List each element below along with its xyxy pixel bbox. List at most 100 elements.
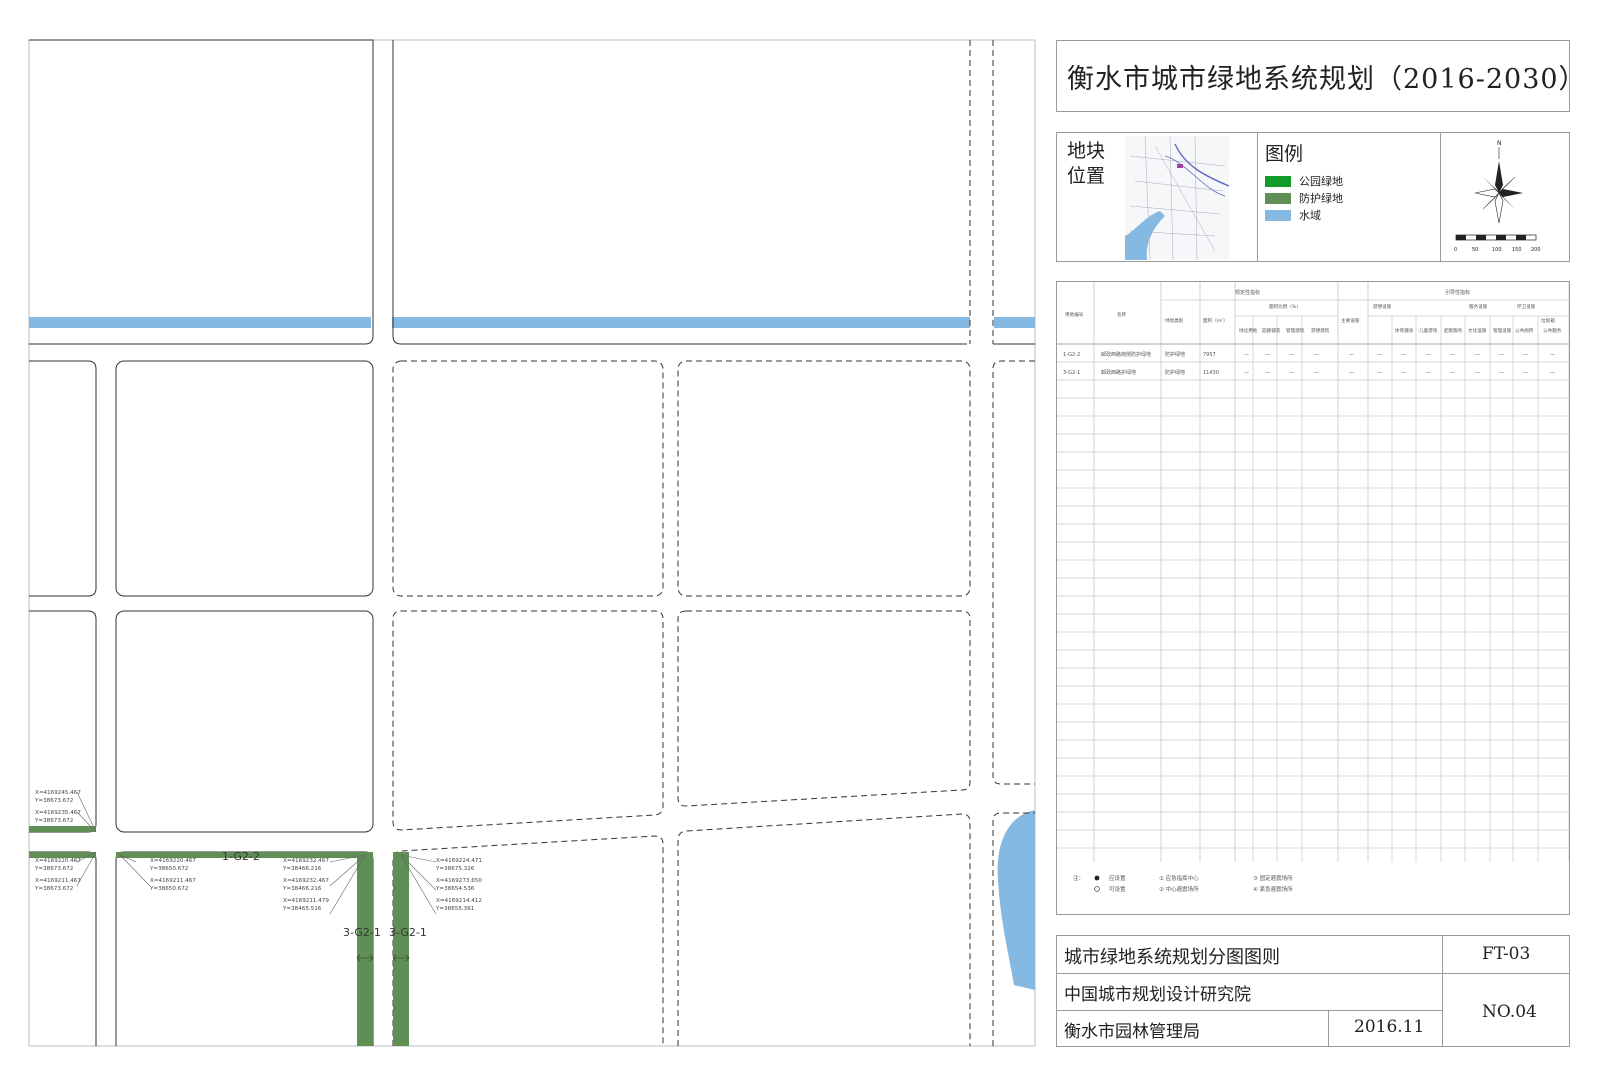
table-cell-dash: —	[1499, 370, 1504, 376]
protective-green-strip	[116, 852, 373, 858]
table-cell-dash: —	[1550, 370, 1555, 376]
scale-tick-label: 150	[1512, 247, 1522, 253]
coordinate-label-group: X=4169220.467Y=38650.672X=4169211.467Y=3…	[149, 858, 196, 892]
leader-line	[329, 854, 366, 915]
table-col-header: 面积（m²）	[1203, 317, 1228, 324]
north-arrow-icon: N	[1474, 140, 1523, 224]
table-cell-dash: —	[1401, 370, 1406, 376]
date: 2016.11	[1354, 1017, 1425, 1037]
leader-line	[400, 854, 437, 863]
leader-line	[400, 854, 437, 915]
table-note: ④ 紧急避震场所	[1253, 885, 1293, 893]
table-cell-dash: —	[1450, 370, 1455, 376]
title-panel: 衡水市城市绿地系统规划（2016-2030）	[1056, 40, 1586, 112]
legend-panel: 地块 位置 图例 公园绿地 防护绿地 水域 N	[1056, 132, 1570, 262]
table-cell-dash: —	[1265, 352, 1270, 358]
optional-dot-icon	[1094, 886, 1100, 892]
north-label: N	[1497, 140, 1502, 147]
block-outline	[392, 835, 664, 1046]
protective-green-strip	[29, 852, 96, 858]
table-cell-dash: —	[1426, 352, 1431, 358]
table-cell-dash: —	[1499, 352, 1504, 358]
block-outline	[115, 360, 374, 597]
coordinate-label: Y=38673.672	[34, 818, 73, 824]
table-cell-dash: —	[1314, 370, 1319, 376]
table-cell-area: 11430	[1203, 370, 1219, 376]
water-canal	[994, 317, 1035, 328]
table-cell-dash: —	[1550, 352, 1555, 358]
coordinate-label: Y=38673.672	[34, 798, 73, 804]
table-cell-dash: —	[1377, 370, 1382, 376]
width-marker	[356, 954, 374, 962]
water-body	[997, 810, 1035, 990]
map-frame	[28, 39, 1036, 1047]
table-note: 注：	[1073, 874, 1084, 882]
coordinate-label: X=4169273.650	[436, 878, 482, 884]
coordinate-label: Y=38650.672	[149, 866, 188, 872]
legend-item-protective: 防护绿地	[1265, 190, 1343, 206]
coordinate-label: X=4169214.412	[436, 898, 482, 904]
table-cell-dash: —	[1475, 352, 1480, 358]
coordinate-label-group: X=4169232.467Y=38466.216X=4169232.467Y=3…	[282, 858, 329, 912]
table-cell-id: 1-G2-2	[1063, 352, 1080, 358]
leader-line	[119, 854, 137, 863]
table-cell-dash: —	[1289, 370, 1294, 376]
legend-item-park: 公园绿地	[1265, 173, 1343, 189]
coordinate-label: Y=38466.216	[282, 886, 322, 892]
legend-swatch	[1265, 209, 1291, 221]
table-cell-type: 防护绿地	[1165, 369, 1185, 376]
leader-line	[329, 854, 366, 887]
coordinate-label: X=4169224.471	[436, 858, 482, 864]
coordinate-label: Y=38673.672	[34, 866, 73, 872]
coordinate-label: Y=38654.536	[435, 886, 475, 892]
table-group-header: 规定性指标	[1235, 289, 1260, 296]
coordinate-label: X=4169245.467	[35, 790, 81, 796]
table-col-header: 垃圾箱	[1541, 317, 1555, 324]
table-cell-name: 邮政西路南侧防护绿地	[1101, 351, 1151, 358]
scale-tick-label: 200	[1531, 247, 1541, 253]
institute-name: 中国城市规划设计研究院	[1064, 985, 1251, 1005]
table-cell-dash: —	[1450, 352, 1455, 358]
coordinate-label: Y=38466.216	[282, 866, 322, 872]
coordinate-label: X=4169220.467	[35, 858, 81, 864]
block-outline	[992, 812, 1035, 1046]
table-note: ③ 固定避震场所	[1253, 874, 1293, 882]
protective-green-strip	[29, 826, 96, 832]
coordinate-label: X=4169235.467	[35, 810, 81, 816]
block-outline	[677, 610, 971, 807]
table-cell-dash: —	[1314, 352, 1319, 358]
table-note: 应设置	[1109, 874, 1126, 882]
table-cell-area: 7957	[1203, 352, 1216, 358]
table-note: ② 中心避震场所	[1159, 885, 1199, 893]
table-col-header: 主要设施	[1341, 317, 1360, 324]
coordinate-label-group: X=4169245.467Y=38673.672X=4169235.467Y=3…	[34, 790, 81, 824]
coordinate-label: X=4169220.467	[150, 858, 196, 864]
leader-line	[400, 854, 437, 891]
table-col-header: 环卫设施	[1517, 303, 1536, 310]
legend-label: 防护绿地	[1299, 192, 1343, 205]
coordinate-label: X=4169211.467	[35, 878, 81, 884]
table-cell-dash: —	[1475, 370, 1480, 376]
table-cell-dash: —	[1426, 370, 1431, 376]
table-col-header: 公共厕所	[1515, 327, 1534, 334]
table-note: ① 应急指挥中心	[1159, 874, 1199, 882]
table-col-header: 体育健身	[1395, 327, 1414, 334]
legend-label: 公园绿地	[1299, 175, 1343, 188]
table-cell-dash: —	[1349, 352, 1354, 358]
table-cell-dash: —	[1377, 352, 1382, 358]
parcel-label: 3-G2-1	[343, 926, 381, 939]
coordinate-label-group: X=4169224.471Y=38675.326X=4169273.650Y=3…	[435, 858, 482, 912]
block-outline	[392, 360, 664, 597]
table-cell-dash: —	[1244, 352, 1249, 358]
parcel-label: 1-G2-2	[222, 850, 260, 863]
title-block: 城市绿地系统规划分图图则 FT-03 中国城市规划设计研究院 衡水市园林管理局 …	[1056, 935, 1570, 1047]
water-canal	[392, 317, 970, 328]
table-col-header: 绿地类别	[1165, 317, 1184, 324]
table-col-header: 游憩建筑	[1311, 327, 1330, 334]
scale-tick-label: 100	[1492, 247, 1502, 253]
plan-title: 衡水市城市绿地系统规划（2016-2030）	[1067, 64, 1587, 95]
plan-map: 1-G2-2 3-G2-1 3-G2-1 X=4169245.467Y=3867…	[28, 39, 1036, 1047]
coordinate-label: Y=38675.326	[435, 866, 475, 872]
coordinate-label-group: X=4169220.467Y=38673.672X=4169211.467Y=3…	[34, 858, 81, 892]
coordinate-label: Y=38655.361	[435, 906, 475, 912]
